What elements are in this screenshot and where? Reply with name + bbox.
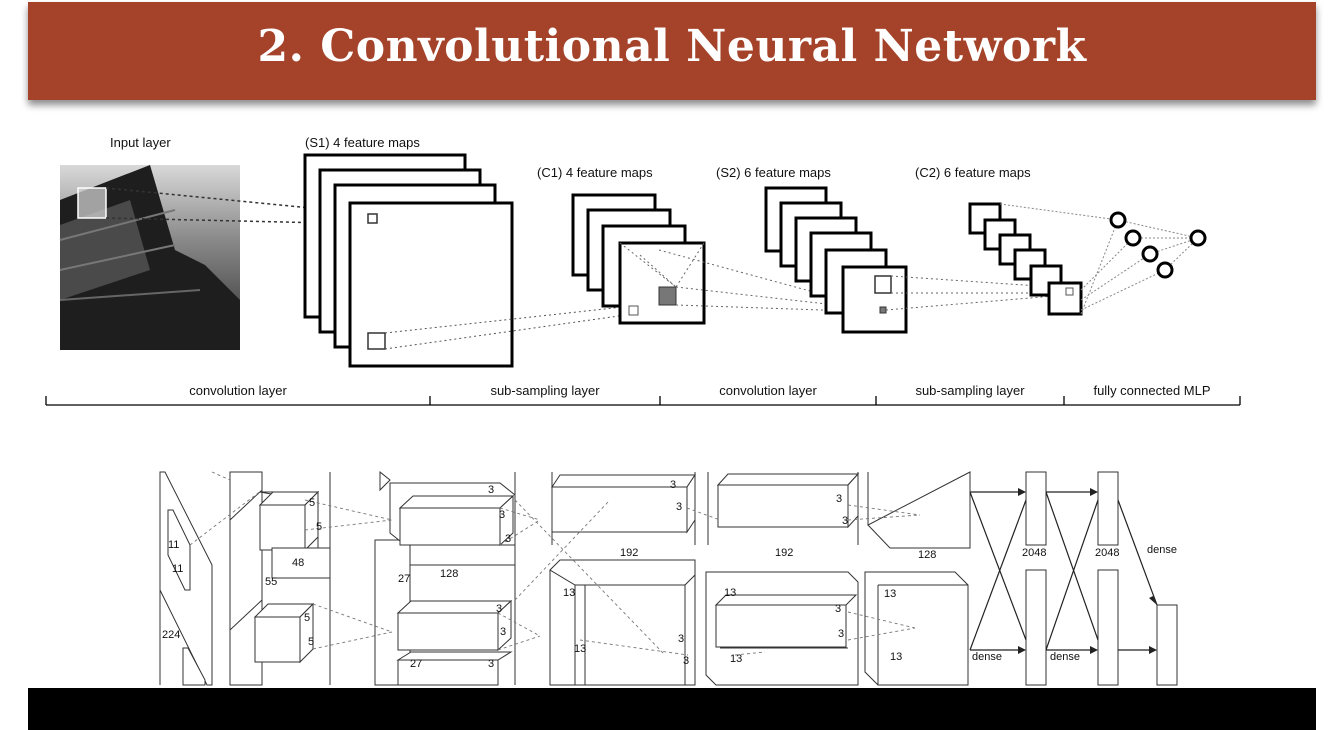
section-label: convolution layer xyxy=(189,383,287,398)
dim-label: 55 xyxy=(265,576,277,588)
section-label: convolution layer xyxy=(719,383,817,398)
section-label: fully connected MLP xyxy=(1093,383,1210,398)
dim-label: 13 xyxy=(563,587,575,599)
kernel-label: 3 xyxy=(678,633,684,645)
kernel-label: 5 xyxy=(316,521,322,533)
input-size-label: 224 xyxy=(162,629,180,641)
section-label: sub-sampling layer xyxy=(490,383,600,398)
kernel-label: 3 xyxy=(488,658,494,670)
kernel-label: 3 xyxy=(505,533,511,545)
alexnet-labels: 11 11 224 55 5 5 48 5 5 27 27 128 3 3 3 … xyxy=(162,479,1177,670)
kernel-label: 3 xyxy=(488,484,494,496)
kernel-label: 3 xyxy=(670,479,676,491)
dim-label: 192 xyxy=(775,547,793,559)
dim-label: 128 xyxy=(918,549,936,561)
slide-title: 2. Convolutional Neural Network xyxy=(257,21,1087,72)
kernel-label: 3 xyxy=(676,501,682,513)
dim-label: 13 xyxy=(890,651,902,663)
kernel-label: 3 xyxy=(836,493,842,505)
kernel-label: 3 xyxy=(842,515,848,527)
title-banner: 2. Convolutional Neural Network xyxy=(28,2,1316,100)
dim-label: 13 xyxy=(730,653,742,665)
kernel-label: 3 xyxy=(835,603,841,615)
lenet-diagram: Input layer (S1) 4 feature maps (C1) 4 f… xyxy=(45,135,1241,406)
kernel-label: 3 xyxy=(496,603,502,615)
bottom-black-bar xyxy=(28,688,1316,730)
kernel-label: 3 xyxy=(838,628,844,640)
input-image xyxy=(59,165,240,350)
c1-feature-maps xyxy=(571,193,706,325)
section-bracket xyxy=(45,396,1241,406)
kernel-label: 5 xyxy=(304,612,310,624)
dim-label: 13 xyxy=(724,587,736,599)
dense-label: dense xyxy=(1050,651,1080,663)
c2-feature-maps xyxy=(968,202,1083,316)
dense-size-label: 2048 xyxy=(1095,547,1119,559)
kernel-label: 5 xyxy=(309,497,315,509)
kernel-label: 5 xyxy=(308,636,314,648)
input-layer-label: Input layer xyxy=(110,135,171,150)
dim-label: 27 xyxy=(410,658,422,670)
s1-feature-maps xyxy=(303,153,514,368)
s1-label: (S1) 4 feature maps xyxy=(305,135,420,150)
c2-label: (C2) 6 feature maps xyxy=(915,165,1031,180)
dense-size-label: 2048 xyxy=(1022,547,1046,559)
alexnet-diagram xyxy=(159,470,1178,686)
dim-label: 128 xyxy=(440,568,458,580)
dim-label: 13 xyxy=(574,643,586,655)
kernel-label: 11 xyxy=(172,563,183,575)
dim-label: 27 xyxy=(398,573,410,585)
kernel-label: 3 xyxy=(683,655,689,667)
section-label: sub-sampling layer xyxy=(915,383,1025,398)
dense-label: dense xyxy=(1147,544,1177,556)
kernel-label: 11 xyxy=(168,539,179,551)
dim-label: 48 xyxy=(292,557,304,569)
s2-label: (S2) 6 feature maps xyxy=(716,165,831,180)
c1-label: (C1) 4 feature maps xyxy=(537,165,653,180)
dim-label: 192 xyxy=(620,547,638,559)
dense-label: dense xyxy=(972,651,1002,663)
s2-feature-maps xyxy=(764,186,908,334)
dim-label: 13 xyxy=(884,588,896,600)
kernel-label: 3 xyxy=(500,626,506,638)
kernel-label: 3 xyxy=(499,509,505,521)
mlp-neurons xyxy=(1109,211,1207,279)
